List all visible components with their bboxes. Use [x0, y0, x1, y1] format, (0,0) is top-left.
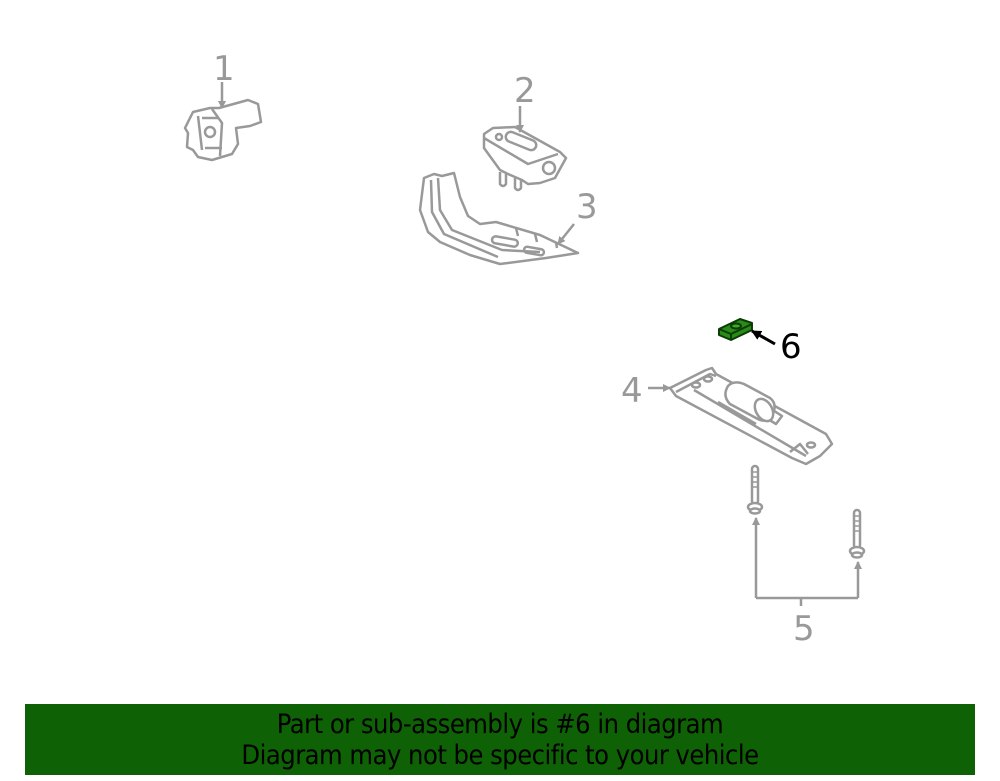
- part-6-clip-nut[interactable]: [718, 318, 753, 341]
- callout-4: 4: [621, 371, 643, 411]
- part-5-bolts[interactable]: [746, 464, 866, 559]
- part-2-mount[interactable]: [482, 125, 568, 192]
- callout-2: 2: [514, 71, 536, 111]
- part-4-bracket[interactable]: [668, 366, 834, 466]
- callout-5: 5: [793, 609, 815, 649]
- banner-line-part-number: Part or sub-assembly is #6 in diagram: [276, 708, 724, 740]
- callout-1: 1: [213, 49, 235, 89]
- info-banner: Part or sub-assembly is #6 in diagram Di…: [25, 704, 975, 775]
- part-1-bracket[interactable]: [183, 98, 263, 162]
- part-3-crossmember[interactable]: [418, 171, 580, 266]
- callout-6-highlighted: 6: [780, 327, 802, 367]
- parts-diagram: [183, 82, 866, 606]
- leader-arrow-3: [557, 223, 575, 245]
- leader-bracket-5: [752, 517, 862, 606]
- leader-arrow-6: [751, 329, 776, 346]
- banner-line-disclaimer: Diagram may not be specific to your vehi…: [241, 739, 759, 771]
- callout-3: 3: [576, 187, 598, 227]
